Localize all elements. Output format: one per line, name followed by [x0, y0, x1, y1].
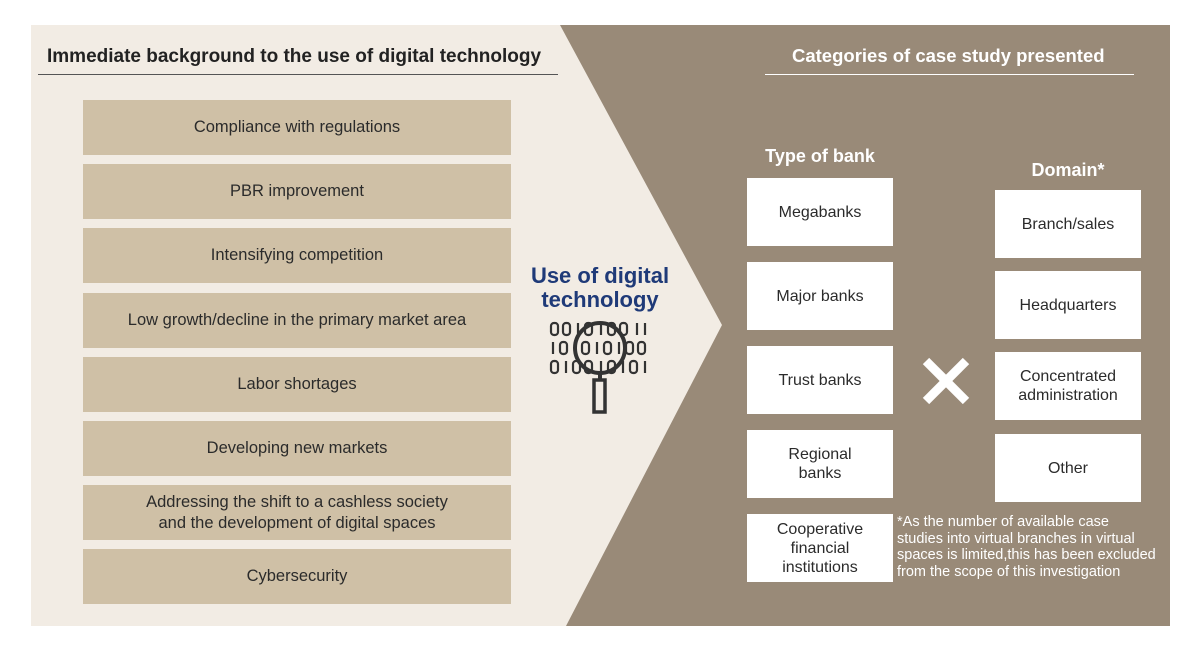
factor-box: PBR improvement: [83, 164, 511, 219]
bank-type-box: Major banks: [747, 262, 893, 330]
bank-type-box: Megabanks: [747, 178, 893, 246]
bank-type-heading: Type of bank: [765, 146, 875, 166]
left-panel-title: Immediate background to the use of digit…: [47, 46, 542, 67]
domain-box: Other: [995, 434, 1141, 502]
multiply-icon: [922, 357, 970, 405]
bank-type-box: Regional banks: [747, 430, 893, 498]
factor-box: Low growth/decline in the primary market…: [83, 293, 511, 348]
factor-box: Addressing the shift to a cashless socie…: [83, 485, 511, 540]
factor-box: Developing new markets: [83, 421, 511, 476]
right-title-underline: [765, 74, 1134, 75]
footnote: *As the number of available case studies…: [897, 514, 1156, 580]
left-title-underline: [38, 74, 558, 75]
center-title: Use of digital technology: [530, 263, 670, 312]
factor-box: Labor shortages: [83, 357, 511, 412]
factor-box: Cybersecurity: [83, 549, 511, 604]
factor-box: Compliance with regulations: [83, 100, 511, 155]
domain-heading: Domain*: [1031, 160, 1105, 180]
binary-magnifier-icon: [549, 321, 647, 414]
domain-box: Branch/sales: [995, 190, 1141, 258]
right-panel-title: Categories of case study presented: [792, 45, 1105, 66]
domain-box: Concentrated administration: [995, 352, 1141, 420]
bank-type-box: Trust banks: [747, 346, 893, 414]
factor-box: Intensifying competition: [83, 228, 511, 283]
bank-type-box: Cooperative financial institutions: [747, 514, 893, 582]
domain-box: Headquarters: [995, 271, 1141, 339]
